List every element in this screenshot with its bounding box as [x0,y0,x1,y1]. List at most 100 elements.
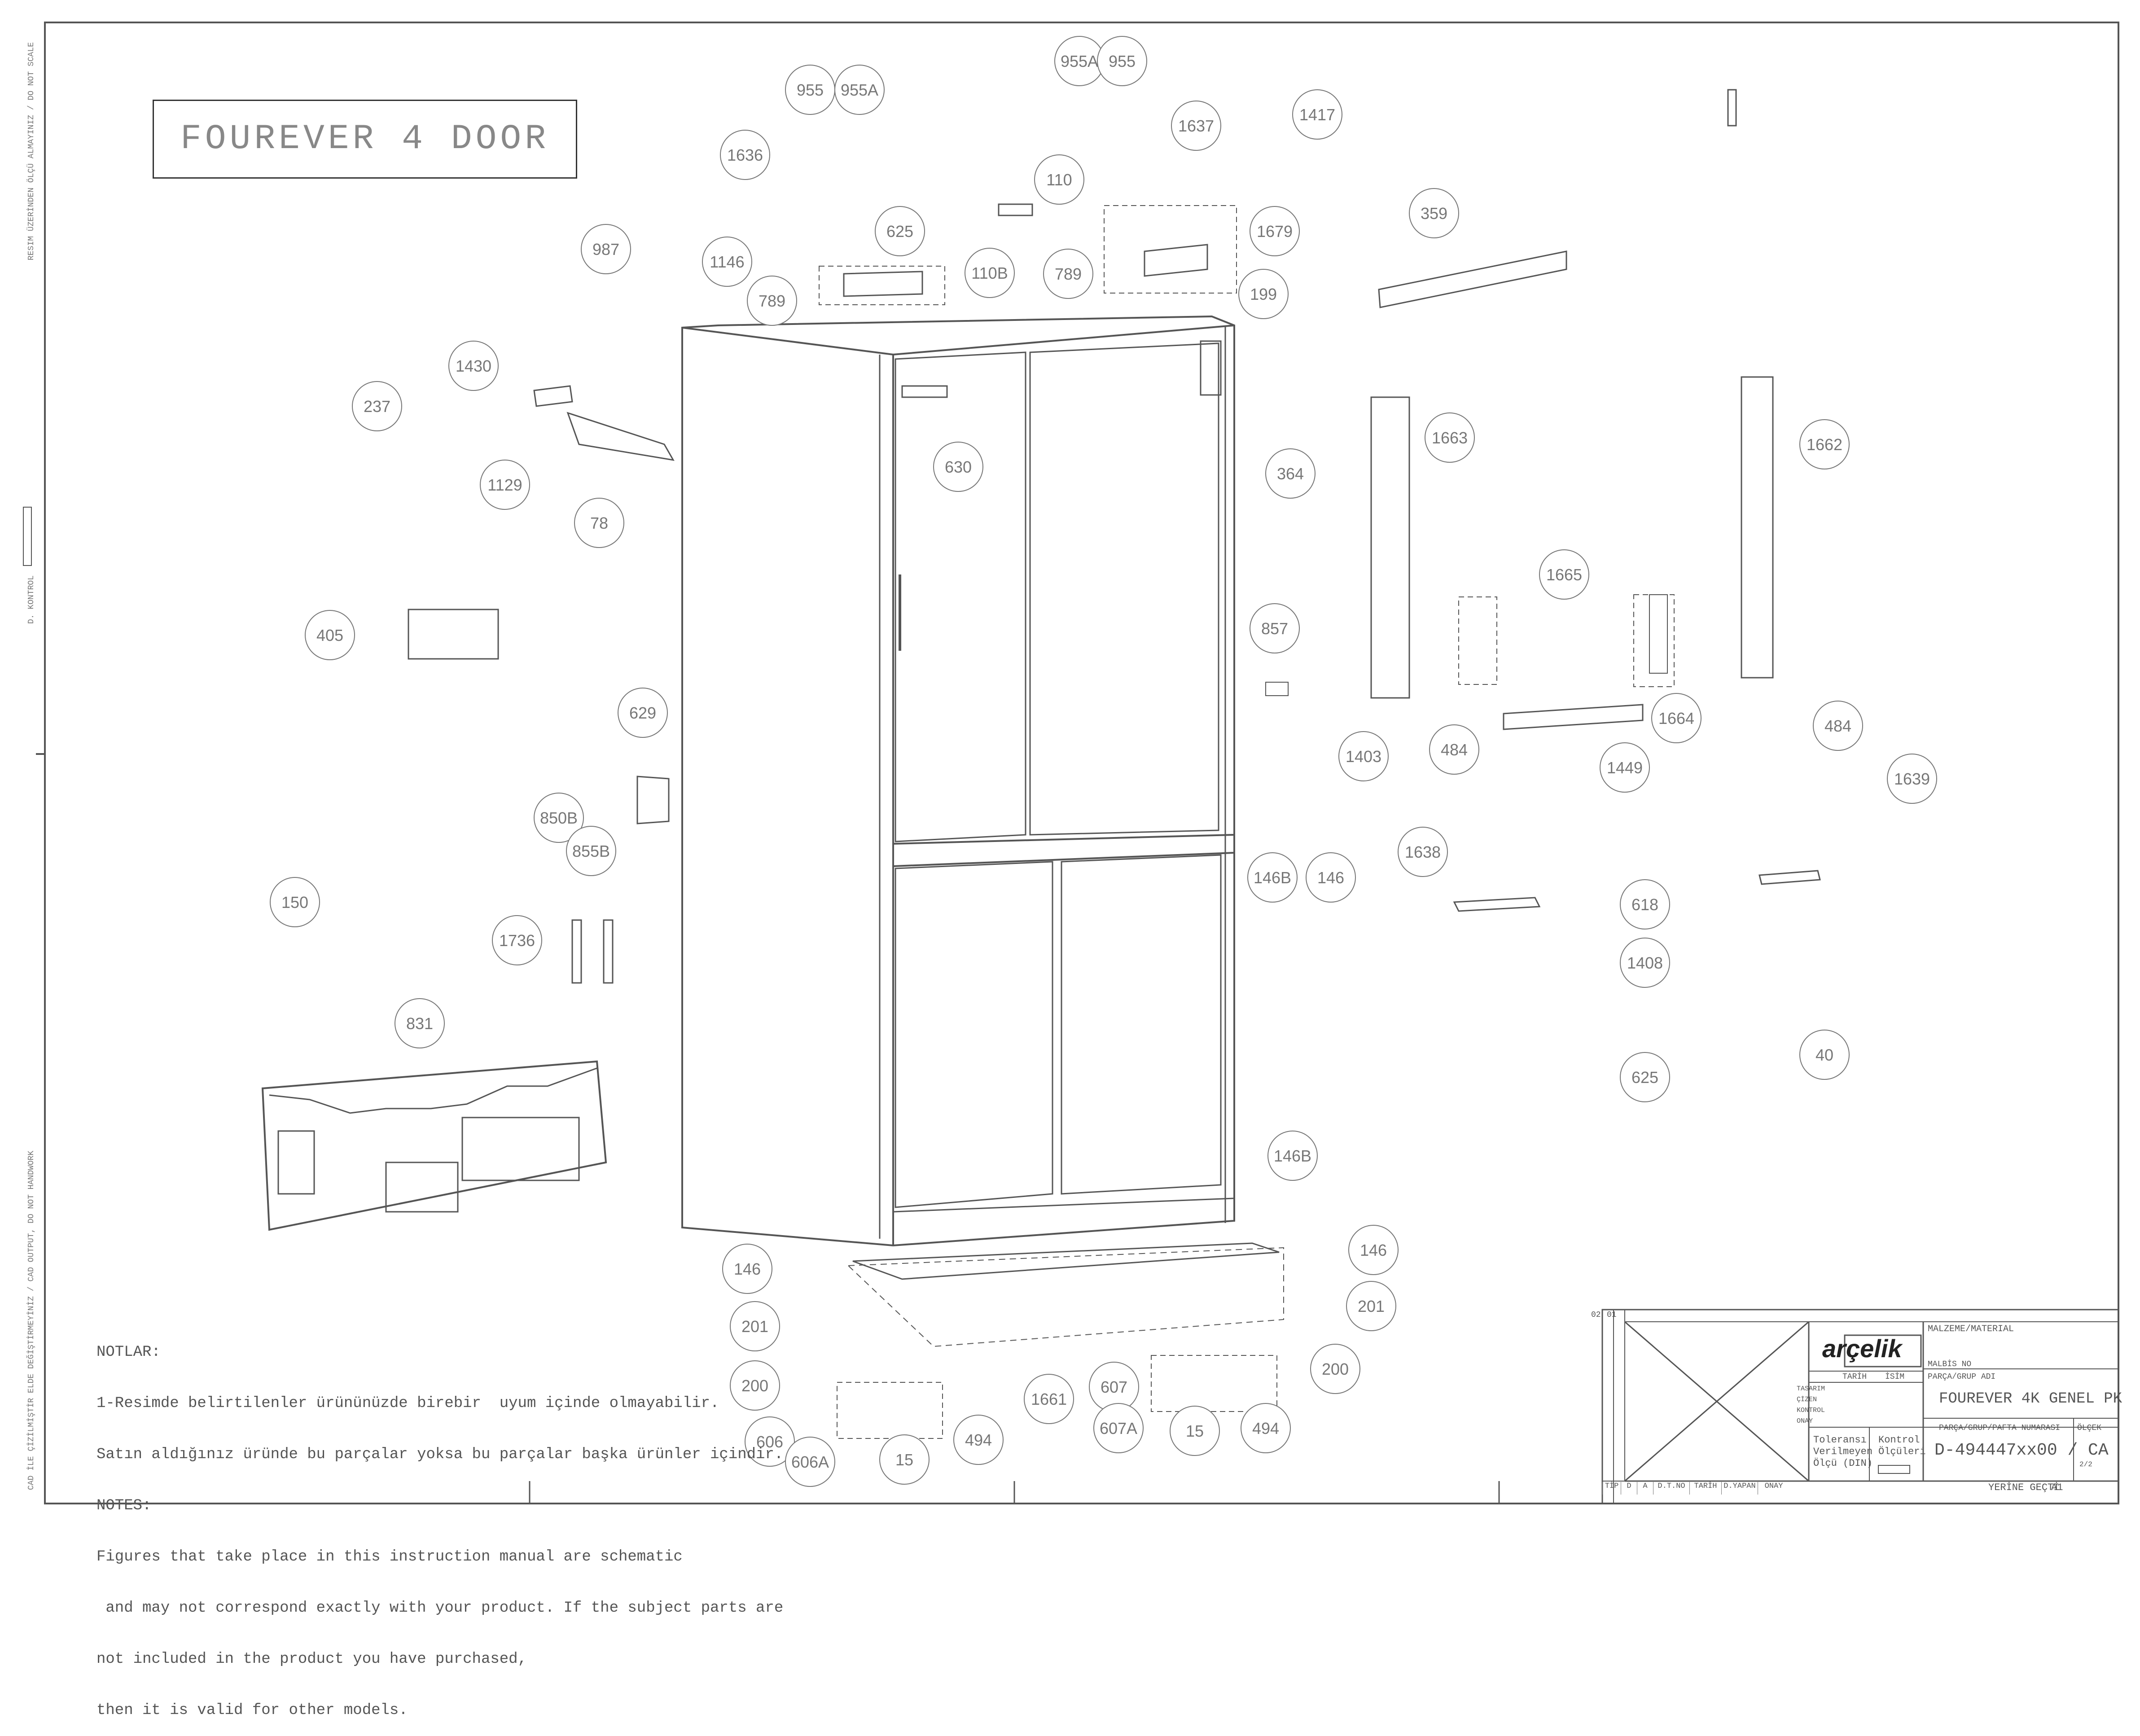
part-number-label: 1664 [1658,709,1694,728]
part-1662-handle [1741,376,1774,679]
part-balloon [1600,742,1650,793]
part-number-label: 1639 [1894,770,1930,788]
part-number-label: 110 [1046,171,1072,189]
upper-right-compartment [1029,342,1219,836]
rev-col-label: 01 [1607,1311,1617,1320]
part-number-label: 146 [1360,1241,1387,1259]
fridge-cabinet [681,315,1235,1247]
part-number-label: 1636 [727,146,763,164]
part-number-label: 618 [1631,895,1658,914]
part-number-label: 1663 [1432,429,1468,447]
part-number-label: 146B [1274,1147,1311,1165]
part-number-label: 1129 [487,476,522,494]
notes-heading-tr: NOTLAR: [96,1344,161,1361]
malbis-label: MALBİS NO [1928,1360,1972,1369]
middle-divider [893,834,1235,845]
part-number-label: 850B [540,809,578,827]
part-balloon [1620,938,1670,988]
part-1663-bar [1370,396,1410,699]
part-359-strip [1378,250,1567,308]
base-plate-dashed-outline [847,1247,1284,1347]
part-balloon [1620,1052,1670,1102]
part-number-label: 1736 [499,931,535,950]
part-1408-rail [1758,870,1821,885]
part-balloon [1539,549,1589,600]
part-15-dashed-box [1151,1355,1277,1412]
part-number-label: 40 [1815,1046,1833,1064]
part-1736-hose [603,919,614,984]
part-balloon [1238,269,1289,319]
row-label: ONAY [1797,1417,1813,1425]
part-15-dashed-box [837,1382,943,1439]
part-number-label: 625 [886,222,913,241]
part-balloon [1799,1030,1850,1080]
tolerance-line: Toleransı [1813,1434,1867,1446]
part-number-label: 364 [1277,465,1304,483]
part-balloon [1398,827,1448,877]
notes-line: and may not correspond exactly with your… [96,1600,784,1617]
part-110-dashed-box [1104,205,1237,294]
notes-block: NOTLAR: 1-Resimde belirtilenler ürününüz… [96,1310,783,1736]
part-number-label: 484 [1441,741,1468,759]
margin-note-control: D. KONTROL [27,575,36,624]
part-number-label: 1637 [1178,117,1214,135]
part-balloon [270,877,320,927]
part-110B-dashed-box [819,266,945,305]
part-number-label: 955 [797,81,824,99]
revision-footer-col: ONAY [1758,1482,1789,1495]
part-group-label: PARÇA/GRUP ADI [1928,1372,1996,1381]
part-number-label: 1146 [710,253,744,271]
part-629-panel [636,776,670,824]
part-balloon [574,498,624,548]
part-balloon [1348,1225,1399,1275]
part-balloon [1043,249,1093,299]
control-stamp-box [23,507,32,566]
tolerance-line: Verilmeyen [1813,1446,1873,1457]
notes-line: 1-Resimde belirtilenler ürününüzde bireb… [96,1395,719,1412]
part-number-label: 855B [572,842,610,860]
part-balloon [534,793,584,843]
part-balloon [492,915,542,965]
part-balloon [305,610,355,660]
part-balloon [1651,693,1701,743]
part-number-label: 955 [1109,52,1136,70]
part-number-label: 494 [1252,1419,1279,1438]
part-number-label: 1662 [1807,435,1842,454]
part-balloon [1813,701,1863,751]
part-number-label: 494 [965,1431,992,1449]
part-number-label: 359 [1421,204,1447,223]
part-number-label: 146 [734,1260,761,1278]
part-1408-rail [1453,897,1541,912]
row-label: ÇİZEN [1797,1396,1817,1403]
part-number-label: 484 [1824,717,1851,735]
drawing-title: FOUREVER 4 DOOR [180,119,550,159]
part-balloon [953,1415,1004,1465]
margin-note-cad-output: CAD İLE ÇİZİLMİŞTİR ELDE DEĞİŞTİRMEYİNİZ… [27,1150,36,1490]
part-balloon [1310,1344,1360,1394]
part-balloon [1338,731,1389,781]
sheet-frame [44,22,2119,1504]
part-number-label: 955A [1061,52,1098,70]
part-balloon [1250,603,1300,653]
part-number-label: 607A [1100,1419,1137,1438]
part-number-label: 606 [756,1433,783,1451]
part-78-shelf [566,412,675,461]
part-625-hinge [998,203,1033,216]
drawing-title-box: FOUREVER 4 DOOR [153,100,577,179]
brand-logo: arçelik [1822,1334,1902,1363]
part-405-label-plate [408,609,499,660]
part-857-connector [1265,682,1289,696]
lower-left-compartment [895,861,1053,1208]
notes-line: then it is valid for other models. [96,1702,408,1719]
part-number-label: 789 [759,292,785,310]
part-balloon [1024,1374,1074,1424]
part-number-label: 1661 [1031,1390,1067,1408]
part-balloon [1267,1131,1318,1181]
top-right-hinge-block [1200,340,1222,396]
part-number-label: 625 [1631,1068,1658,1087]
part-1665-insert [1649,594,1668,674]
name-label: İSİM [1885,1372,1905,1381]
rear-panel [261,1060,607,1231]
base-plate [852,1242,1280,1280]
